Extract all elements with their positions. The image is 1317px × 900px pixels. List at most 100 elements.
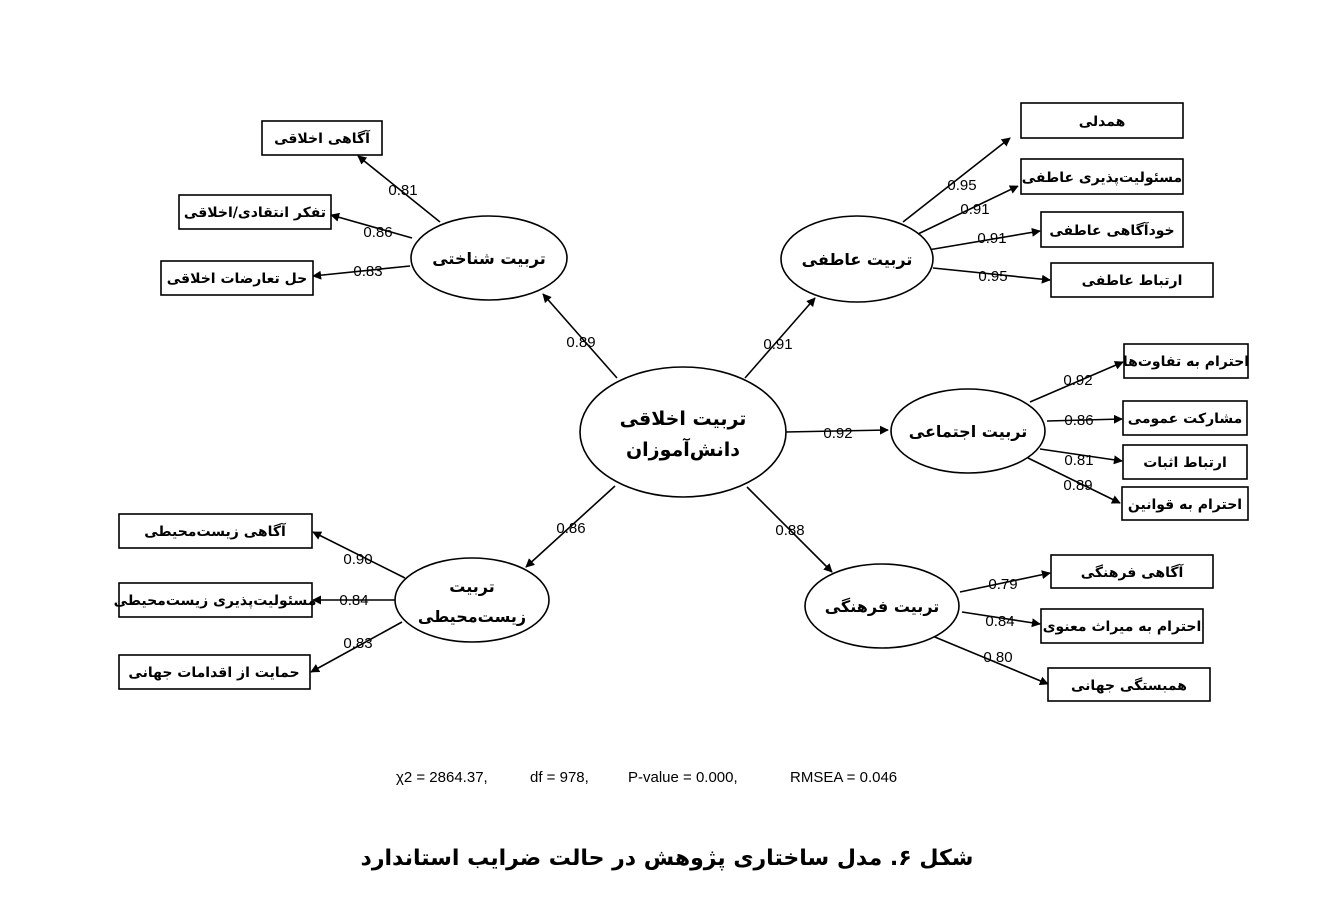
structural-paths xyxy=(525,293,889,573)
coef-emotional-1: 0.95 xyxy=(947,177,976,194)
fit-pvalue: P-value = 0.000, xyxy=(628,769,738,786)
figure-caption: شکل ۶. مدل ساختاری پژوهش در حالت ضرایب ا… xyxy=(361,846,974,871)
coef-cognitive-1: 0.81 xyxy=(388,182,417,199)
indicator-box xyxy=(1122,400,1248,436)
indicator-label: ارتباط عاطفی xyxy=(1082,273,1183,289)
indicator-label: آگاهی اخلاقی xyxy=(274,129,371,147)
coef-emotional-3: 0.91 xyxy=(977,230,1006,247)
indicator-box xyxy=(1122,444,1248,480)
indicator-box xyxy=(118,513,313,549)
coef-center-cognitive: 0.89 xyxy=(566,334,595,351)
indicator-box xyxy=(1040,608,1204,644)
indicator-label: خودآگاهی عاطفی xyxy=(1049,221,1174,239)
indicator-box xyxy=(178,194,332,230)
indicator-box xyxy=(261,120,383,156)
indicator-box xyxy=(1121,486,1249,521)
coef-cognitive-2: 0.86 xyxy=(363,224,392,241)
emotional-label: تربیت عاطفی xyxy=(802,250,913,269)
path-emotional-4 xyxy=(932,267,1051,284)
latent-factor-social: تربیت اجتماعی xyxy=(890,388,1046,474)
path-cognitive-3 xyxy=(312,265,411,280)
environmental-label-line2: زیست‌محیطی xyxy=(418,607,526,626)
coef-center-environmental: 0.86 xyxy=(556,520,585,537)
path-social-4 xyxy=(1027,457,1121,504)
center-ellipse xyxy=(579,366,787,498)
indicator-label: احترام به قوانین xyxy=(1128,497,1242,513)
fit-chi2: χ2 = 2864.37, xyxy=(396,769,488,786)
indicator-box xyxy=(1040,211,1184,248)
indicator-box xyxy=(118,654,311,690)
path-social-2 xyxy=(1046,414,1123,424)
indicator-label: احترام به میراث معنوی xyxy=(1043,619,1202,635)
coef-center-social: 0.92 xyxy=(823,425,852,442)
indicator-label: احترام به تفاوت‌ها xyxy=(1123,354,1249,370)
coef-cultural-2: 0.84 xyxy=(985,613,1014,630)
coef-center-emotional: 0.91 xyxy=(763,336,792,353)
indicator-box xyxy=(1050,554,1214,589)
measurement-paths xyxy=(310,137,1124,686)
indicator-box xyxy=(118,582,313,618)
coef-social-4: 0.89 xyxy=(1063,477,1092,494)
coef-social-1: 0.92 xyxy=(1063,372,1092,389)
indicator-box xyxy=(160,260,314,296)
path-center-cultural xyxy=(746,486,833,573)
indicator-label: حل تعارضات اخلاقی xyxy=(167,271,308,287)
latent-factor-cognitive: تربیت شناختی xyxy=(410,215,568,301)
indicator-label: ارتباط اثبات xyxy=(1143,455,1227,471)
fit-statistics: χ2 = 2864.37, df = 978, P-value = 0.000,… xyxy=(396,769,897,786)
indicators-environmental xyxy=(118,513,313,690)
indicator-box xyxy=(1050,262,1214,298)
path-cultural-2 xyxy=(961,611,1041,628)
coef-social-3: 0.81 xyxy=(1064,452,1093,469)
indicator-label: حمایت از اقدامات جهانی xyxy=(128,665,299,681)
indicator-box xyxy=(1020,102,1184,139)
indicator-label: تفکر انتقادی/اخلاقی xyxy=(184,205,326,221)
indicator-label: مشارکت عمومی xyxy=(1128,411,1243,427)
path-cognitive-2 xyxy=(330,212,413,239)
indicator-label: مسئولیت‌پذیری عاطفی xyxy=(1022,170,1182,186)
indicators-social xyxy=(1121,343,1249,521)
coef-environmental-2: 0.84 xyxy=(339,592,368,609)
indicator-label: همبستگی جهانی xyxy=(1071,677,1187,694)
coef-cognitive-3: 0.83 xyxy=(353,263,382,280)
latent-center: تربیت اخلاقی دانش‌آموزان xyxy=(579,366,787,498)
path-social-3 xyxy=(1039,448,1123,465)
emotional-ellipse xyxy=(780,215,934,303)
environmental-label-line1: تربیت xyxy=(449,577,494,596)
latent-factor-cultural: تربیت فرهنگی xyxy=(804,563,960,649)
coef-environmental-3: 0.83 xyxy=(343,635,372,652)
path-coefficients: 0.89 0.91 0.92 0.88 0.86 0.81 0.86 0.83 … xyxy=(339,177,1093,666)
path-cultural-3 xyxy=(929,634,1049,686)
path-emotional-2 xyxy=(917,185,1019,235)
coef-center-cultural: 0.88 xyxy=(775,522,804,539)
path-environmental-3 xyxy=(310,621,403,673)
indicator-label: همدلی xyxy=(1079,114,1126,130)
indicators-cultural xyxy=(1040,554,1214,702)
fit-rmsea: RMSEA = 0.046 xyxy=(790,769,897,786)
latent-factor-emotional: تربیت عاطفی xyxy=(780,215,934,303)
indicators-emotional xyxy=(1020,102,1214,298)
coef-social-2: 0.86 xyxy=(1064,412,1093,429)
path-center-environmental xyxy=(525,485,616,568)
path-center-cognitive xyxy=(542,293,618,379)
environmental-ellipse xyxy=(394,557,550,643)
center-label-line2: دانش‌آموزان xyxy=(626,437,740,461)
coef-emotional-4: 0.95 xyxy=(978,268,1007,285)
social-label: تربیت اجتماعی xyxy=(909,422,1027,441)
path-social-1 xyxy=(1029,361,1124,403)
latent-factor-environmental: تربیت زیست‌محیطی xyxy=(394,557,550,643)
cultural-label: تربیت فرهنگی xyxy=(825,597,940,616)
path-center-emotional xyxy=(744,297,816,379)
path-environmental-1 xyxy=(312,531,406,579)
center-label-line1: تربیت اخلاقی xyxy=(620,408,747,430)
indicator-box xyxy=(1047,667,1211,702)
indicator-box xyxy=(1123,343,1249,379)
indicator-label: آگاهی زیست‌محیطی xyxy=(144,522,287,540)
path-emotional-3 xyxy=(927,227,1041,251)
indicator-label: آگاهی فرهنگی xyxy=(1081,563,1185,581)
path-cultural-1 xyxy=(959,570,1051,593)
fit-df: df = 978, xyxy=(530,769,589,786)
coef-emotional-2: 0.91 xyxy=(960,201,989,218)
path-emotional-1 xyxy=(902,137,1011,223)
